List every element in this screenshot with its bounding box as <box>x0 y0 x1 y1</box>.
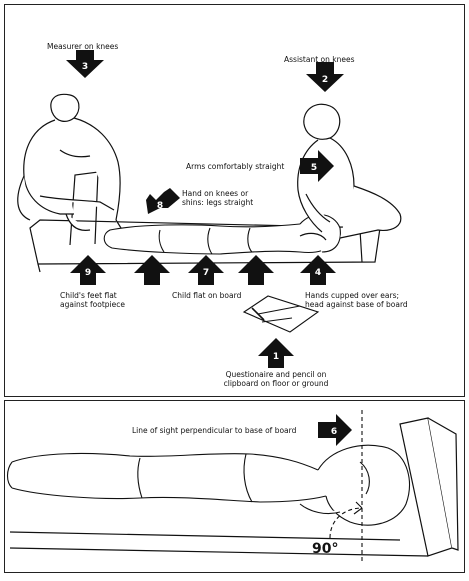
marker-6: 6 <box>331 427 337 437</box>
marker-1: 1 <box>273 352 279 362</box>
label-hand-line2: shins: legs straight <box>182 198 253 207</box>
label-questionnaire-line1: Questionaire and pencil on <box>218 370 334 379</box>
label-feet-line1: Child's feet flat <box>60 291 117 300</box>
marker-9: 9 <box>85 268 91 278</box>
angle-label: 90° <box>312 541 338 557</box>
arrow-down-3: 3 <box>66 50 104 78</box>
marker-7: 7 <box>203 268 209 278</box>
label-feet-line2: against footpiece <box>60 300 125 309</box>
label-hands-cupped-line1: Hands cupped over ears; <box>305 291 399 300</box>
marker-8: 8 <box>157 201 163 211</box>
marker-5: 5 <box>311 163 317 173</box>
arrow-right-6: 6 <box>318 414 352 446</box>
label-line-of-sight: Line of sight perpendicular to base of b… <box>132 426 296 435</box>
marker-2: 2 <box>322 75 328 85</box>
label-hands-cupped-line2: head against base of board <box>305 300 408 309</box>
label-child-flat: Child flat on board <box>172 291 241 300</box>
label-questionnaire-line2: clipboard on floor or ground <box>218 379 334 388</box>
arrow-up-1: 1 <box>258 338 294 368</box>
arrow-diagonal-8: 8 <box>146 188 180 214</box>
arrow-down-2: 2 <box>306 62 344 92</box>
label-measurer: Measurer on knees <box>47 42 118 51</box>
marker-4: 4 <box>315 268 321 278</box>
label-hand-line1: Hand on knees or <box>182 189 248 198</box>
child-figure-side <box>8 445 410 525</box>
marker-3: 3 <box>82 62 88 72</box>
label-assistant: Assistant on knees <box>284 55 355 64</box>
label-arms: Arms comfortably straight <box>186 162 284 171</box>
